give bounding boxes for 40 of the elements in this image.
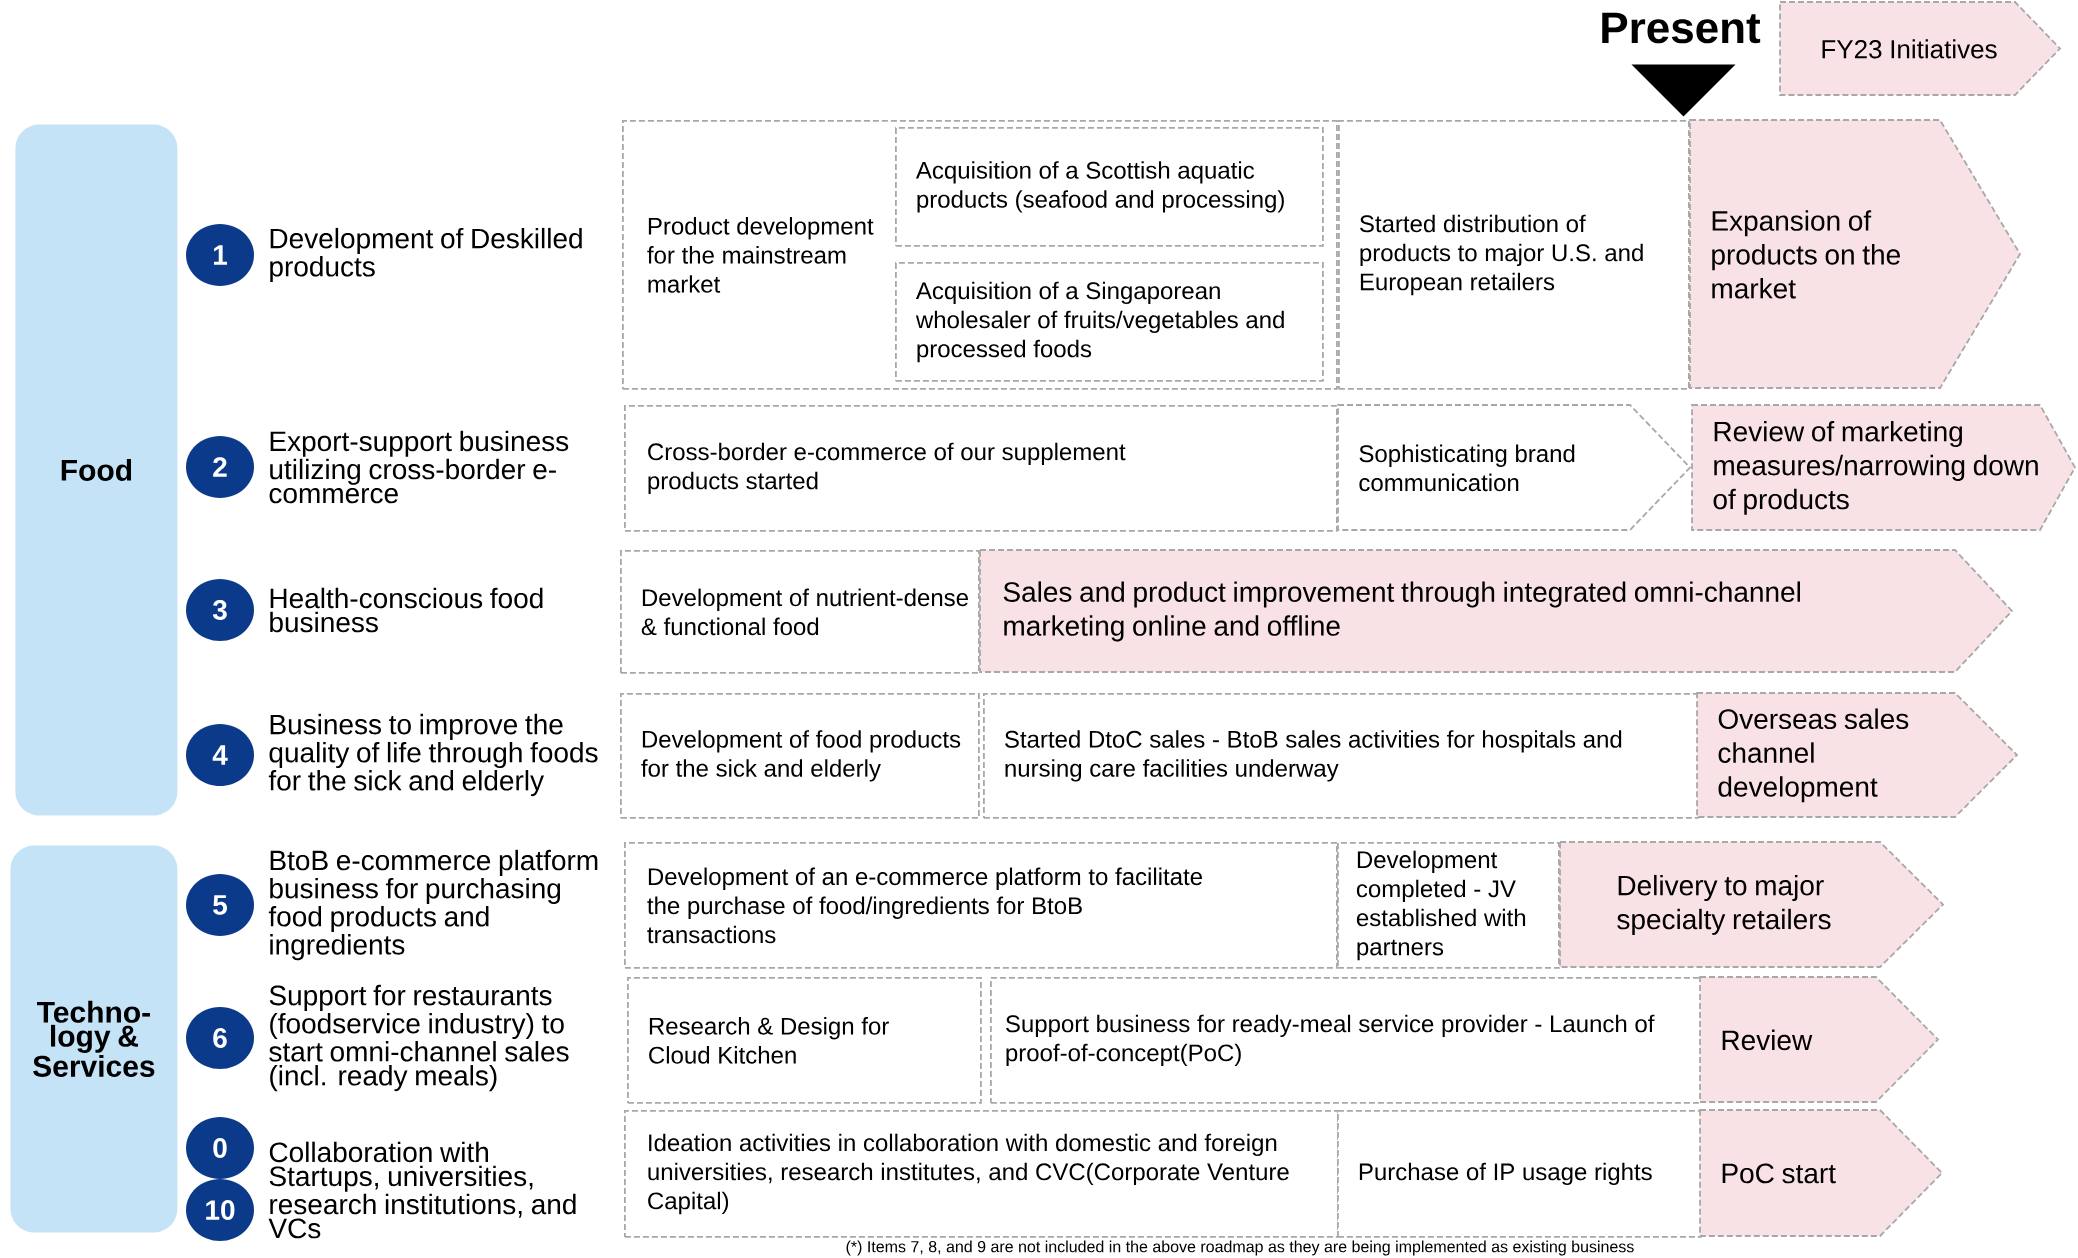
number-badge: 1	[186, 224, 254, 286]
number-badge: 0	[186, 1117, 254, 1179]
roadmap-cell: Research & Design for Cloud Kitchen	[627, 977, 982, 1104]
row-title: Business to improve the quality of life through foods for the sick and elderly	[268, 713, 598, 797]
stage-banner: Delivery to major specialty retailers	[1559, 841, 1945, 968]
row-title: Health-conscious food business	[270, 587, 543, 633]
roadmap-cell: Development of food products for the sick and elderly	[620, 693, 980, 819]
roadmap-cell: Started distribution of products to major U.S. and European retailers	[1338, 120, 1690, 390]
category-band: Techno- logy & Services	[10, 845, 178, 1233]
stage-banner: Overseas sales channel development	[1696, 692, 2019, 818]
roadmap-cell: Acquisition of a Scottish aquatic products (seafood and processing)	[895, 127, 1324, 247]
row-title: Collaboration with Startups, universities, research institutions, and VCs	[268, 1141, 576, 1239]
row-title: BtoB e-commerce platform business for purchasing food products and ingredients	[268, 849, 598, 961]
roadmap-cell: Ideation activities in collaboration with domestic and foreign universities, research institutes, and CVC(Corporate Venture Capital)	[624, 1110, 1339, 1238]
stage-banner: Expansion of products on the market	[1689, 119, 2022, 389]
stage-banner: PoC start	[1699, 1109, 1944, 1237]
present-marker	[1631, 64, 1736, 117]
row-title: Development of Deskilled products	[270, 227, 582, 283]
number-badge: 6	[186, 1007, 254, 1069]
number-badge: 5	[186, 874, 254, 936]
stage-banner: Sales and product improvement through integrated omni-channel marketing online and offline	[979, 549, 2014, 673]
roadmap-cell: Purchase of IP usage rights	[1337, 1110, 1702, 1238]
row-title: Support for restaurants (foodservice industry) to start omni-channel sales (incl. ready meals)	[269, 984, 569, 1092]
stage-banner: Review	[1699, 976, 1940, 1103]
stage-banner: Sophisticating brand communication	[1337, 404, 1692, 531]
roadmap-cell: Development completed - JV established with partners	[1337, 842, 1560, 969]
category-band: Food	[15, 124, 178, 816]
stage-banner: FY23 Initiatives	[1779, 1, 2062, 96]
number-badge: 3	[186, 579, 254, 641]
footnote: (*) Items 7, 8, and 9 are not included in the above roadmap as they are being implemented as existing business	[846, 1240, 1634, 1256]
roadmap-cell: Started DtoC sales - BtoB sales activities for hospitals and nursing care facilities underway	[983, 693, 1699, 819]
roadmap-cell: Acquisition of a Singaporean wholesaler of fruits/vegetables and processed foods	[895, 262, 1324, 382]
roadmap-cell: Support business for ready-meal service provider - Launch of proof-of-concept(PoC)	[990, 977, 1702, 1104]
roadmap-cell: Development of nutrient-dense & functional food	[620, 550, 980, 674]
row-title: Export-support business utilizing cross-border e-commerce	[269, 430, 569, 504]
present-label: Present	[1602, 12, 1761, 44]
number-badge: 2	[186, 436, 254, 498]
number-badge: 4	[186, 724, 254, 786]
number-badge: 10	[186, 1179, 254, 1241]
stage-banner: Review of marketing measures/narrowing down of products	[1691, 404, 2077, 531]
